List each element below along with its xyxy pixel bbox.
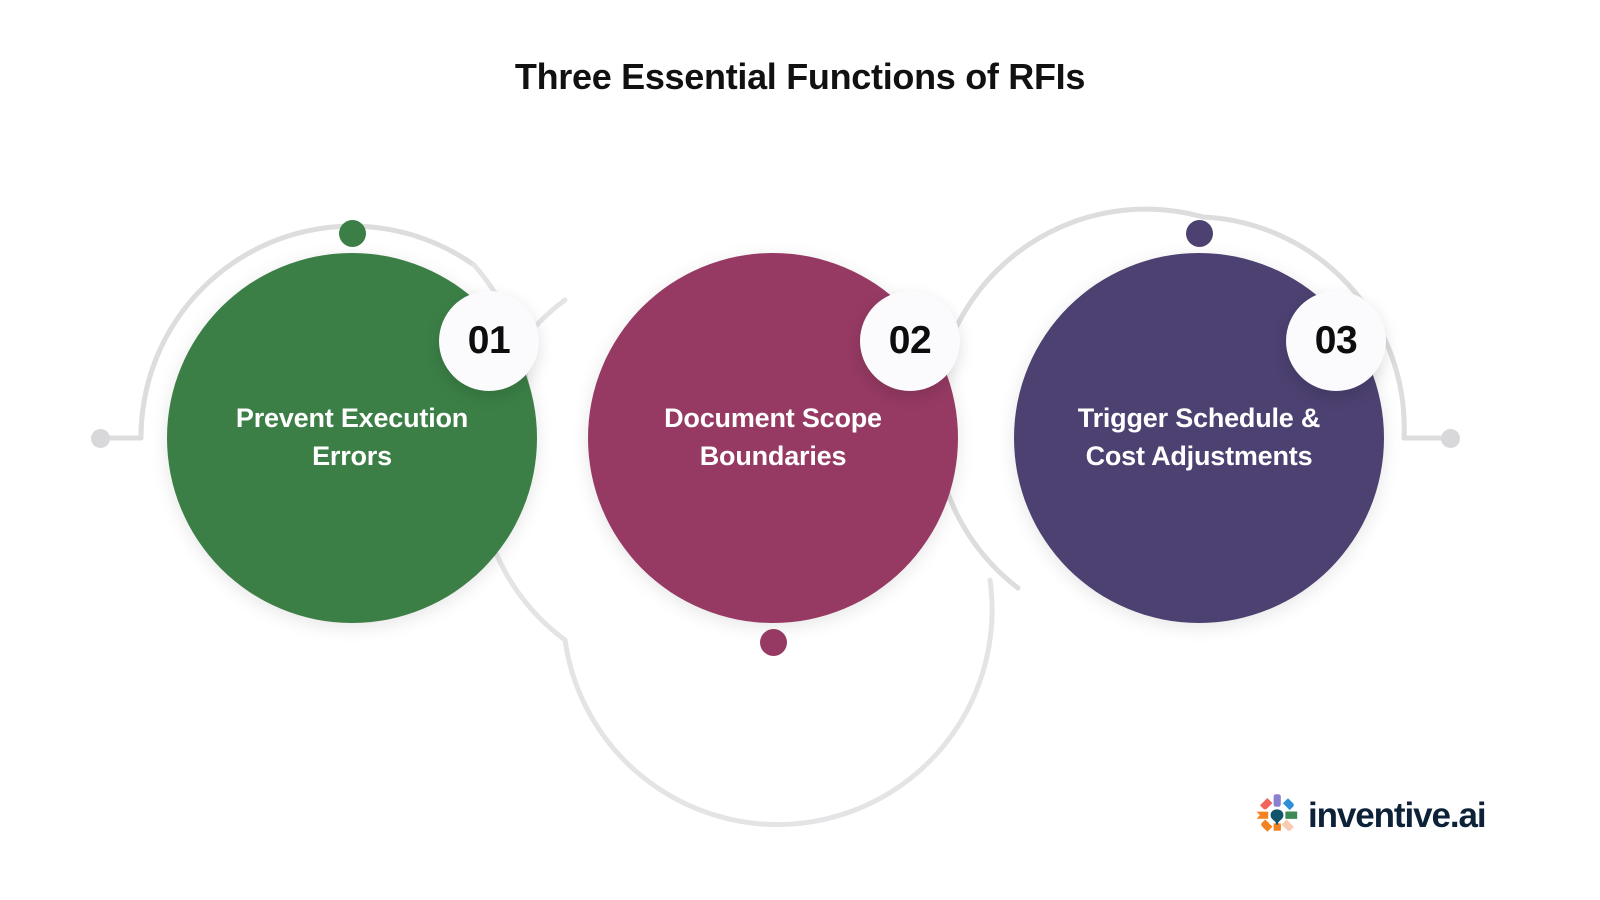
pinwheel-logo-icon	[1255, 793, 1299, 837]
node-label-3: Trigger Schedule & Cost Adjustments	[1077, 403, 1321, 471]
node-disc-3[interactable]: Trigger Schedule & Cost Adjustments	[1014, 253, 1384, 623]
process-node-1[interactable]: Prevent Execution Errors 01	[167, 220, 539, 623]
process-node-2[interactable]: Document Scope Boundaries 02	[588, 253, 960, 656]
node-label-2: Document Scope Boundaries	[664, 403, 882, 471]
connector-endpoint-right	[1441, 429, 1460, 448]
node-accent-dot-3	[1185, 220, 1213, 247]
node-number-3: 03	[1314, 319, 1358, 362]
brand-logo-text: inventive.ai	[1308, 795, 1487, 835]
connector-endpoint-left	[91, 429, 110, 448]
node-accent-dot-2	[759, 629, 787, 656]
node-number-badge-1: 01	[439, 291, 539, 391]
node-number-2: 02	[888, 319, 932, 362]
page-title: Three Essential Functions of RFIs	[514, 56, 1086, 97]
process-node-3[interactable]: Trigger Schedule & Cost Adjustments 03	[1014, 220, 1386, 623]
brand-logo: inventive.ai	[1255, 793, 1487, 837]
node-accent-dot-1	[338, 220, 366, 247]
node-number-badge-2: 02	[860, 291, 960, 391]
node-number-1: 01	[467, 319, 511, 362]
node-label-1: Prevent Execution Errors	[235, 403, 469, 471]
node-number-badge-3: 03	[1286, 291, 1386, 391]
